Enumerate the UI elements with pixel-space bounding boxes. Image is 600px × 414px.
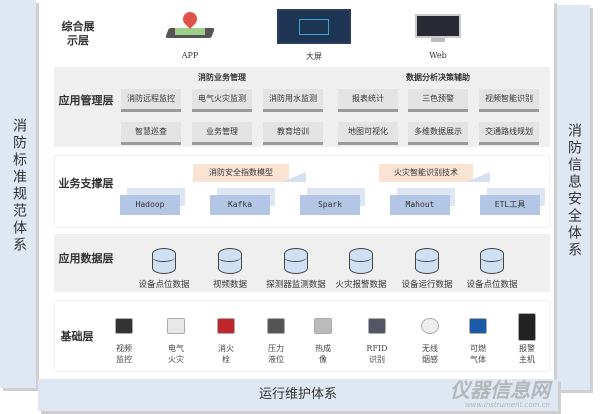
device-icon bbox=[314, 318, 332, 334]
app-button[interactable]: 三色预警 bbox=[408, 89, 468, 112]
tech-box: Mahout bbox=[390, 195, 450, 215]
device-icon bbox=[368, 318, 386, 334]
device-icon bbox=[267, 318, 285, 334]
model-fire-safety-index: 消防安全指数模型 bbox=[193, 164, 289, 182]
model-arrow bbox=[466, 172, 490, 182]
web-icon bbox=[415, 14, 461, 42]
device-label-line1: 报警 bbox=[519, 344, 535, 353]
device-label-line1: 无线 bbox=[422, 344, 438, 353]
app-button[interactable]: 报表统计 bbox=[338, 89, 398, 112]
device-label-line1: 电气 bbox=[168, 344, 184, 353]
presentation-layer-label: 综合展示层 bbox=[61, 20, 95, 47]
tech-box: Kafka bbox=[210, 195, 270, 215]
tech-box: Spark bbox=[300, 195, 360, 215]
big-screen-label: 大屏 bbox=[306, 52, 322, 61]
device-label-line2: 监控 bbox=[116, 355, 132, 364]
data-label: 探测器监测数据 bbox=[266, 280, 326, 290]
device-icon bbox=[518, 313, 536, 341]
left-panel-title: 消防标准规范体系 bbox=[11, 118, 27, 254]
web-label: Web bbox=[429, 51, 447, 60]
app-icon bbox=[163, 9, 217, 38]
device-icon bbox=[115, 318, 133, 334]
device-label-line2: 烟感 bbox=[422, 355, 438, 364]
app-label: APP bbox=[181, 51, 199, 60]
app-button[interactable]: 智慧巡查 bbox=[121, 122, 181, 145]
app-button[interactable]: 交通路线规划 bbox=[479, 122, 539, 145]
device-label-line1: 消火 bbox=[218, 344, 234, 353]
base-layer bbox=[54, 300, 550, 372]
group-decision-title: 数据分析决策辅助 bbox=[406, 73, 470, 82]
data-label: 设备点位数据 bbox=[138, 280, 190, 290]
app-button[interactable]: 消防远程监控 bbox=[121, 89, 181, 112]
left-panel: 消防标准规范体系 bbox=[0, 0, 36, 388]
device-icon bbox=[167, 318, 185, 334]
big-screen-icon bbox=[277, 9, 351, 44]
watermark: 仪器信息网 www.instrument.com.cn bbox=[450, 379, 550, 410]
database-icon bbox=[349, 248, 373, 274]
tech-box: ETL工具 bbox=[480, 195, 540, 215]
right-panel-title: 消防信息安全体系 bbox=[566, 123, 582, 259]
device-icon bbox=[217, 318, 235, 334]
database-icon bbox=[415, 248, 439, 274]
tech-box: Hadoop bbox=[120, 195, 180, 215]
device-label-line2: 像 bbox=[319, 355, 327, 364]
application-layer-label: 应用管理层 bbox=[58, 94, 114, 107]
database-icon bbox=[152, 248, 176, 274]
data-label: 视频数据 bbox=[212, 280, 247, 290]
device-label-line2: 主机 bbox=[519, 355, 535, 364]
device-icon bbox=[469, 318, 487, 334]
device-label-line2: 栓 bbox=[222, 355, 230, 364]
app-button[interactable]: 地图可视化 bbox=[338, 122, 398, 145]
device-label-line2: 火灾 bbox=[168, 355, 184, 364]
device-label-line1: 可燃 bbox=[470, 344, 486, 353]
data-layer-label: 应用数据层 bbox=[58, 252, 114, 265]
app-button[interactable]: 视频智能识别 bbox=[479, 89, 539, 112]
app-button[interactable]: 消防用水监测 bbox=[263, 89, 323, 112]
database-icon bbox=[480, 248, 504, 274]
database-icon bbox=[284, 248, 308, 274]
data-label: 火灾报警数据 bbox=[335, 280, 387, 290]
device-icon bbox=[421, 318, 439, 334]
database-icon bbox=[218, 248, 242, 274]
data-label: 设备运行数据 bbox=[401, 280, 453, 290]
bottom-panel: 运行维护体系 bbox=[38, 379, 558, 411]
model-arrow bbox=[282, 172, 306, 182]
device-label-line2: 气体 bbox=[470, 355, 486, 364]
device-label-line2: 液位 bbox=[268, 355, 284, 364]
device-label-line1: 视频 bbox=[116, 344, 132, 353]
data-label: 设备点位数据 bbox=[466, 280, 518, 290]
watermark-text: 仪器信息网 bbox=[450, 378, 550, 402]
device-label-line1: 压力 bbox=[268, 344, 284, 353]
right-panel: 消防信息安全体系 bbox=[556, 5, 590, 390]
group-fire-business-title: 消防业务管理 bbox=[198, 73, 246, 82]
bottom-panel-title: 运行维护体系 bbox=[258, 387, 337, 402]
device-label-line1: RFID bbox=[366, 344, 388, 353]
device-label-line1: 热成 bbox=[315, 344, 331, 353]
app-button[interactable]: 多维数据展示 bbox=[408, 122, 468, 145]
model-fire-recognition: 火灾智能识别技术 bbox=[379, 164, 473, 182]
watermark-url: www.instrument.com.cn bbox=[464, 401, 550, 409]
app-button[interactable]: 业务管理 bbox=[192, 122, 252, 145]
app-button[interactable]: 电气火灾监测 bbox=[192, 89, 252, 112]
app-button[interactable]: 教育培训 bbox=[263, 122, 323, 145]
base-layer-label: 基础层 bbox=[60, 330, 94, 343]
support-layer-label: 业务支撑层 bbox=[58, 177, 114, 190]
device-label-line2: 识别 bbox=[369, 355, 385, 364]
